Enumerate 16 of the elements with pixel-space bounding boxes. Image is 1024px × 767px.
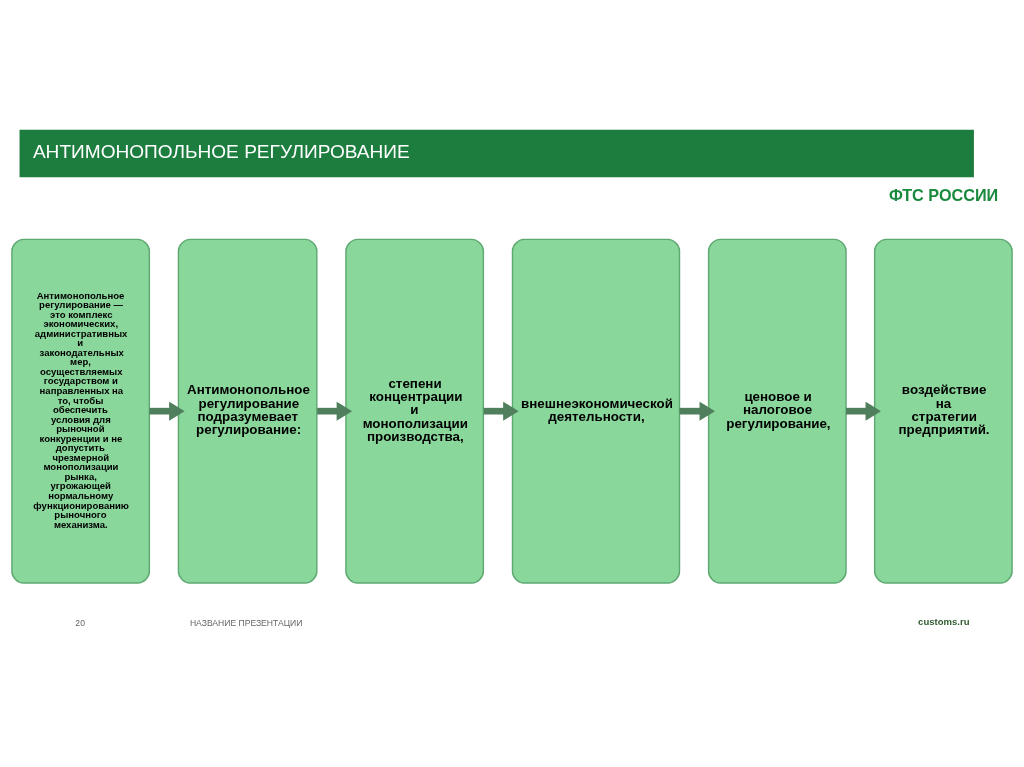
node-box: воздействие на стратегии предприятий. bbox=[873, 238, 1013, 584]
label: 20 bbox=[75, 618, 85, 629]
node-box: внешнеэкономической деятельности, bbox=[511, 238, 681, 584]
label: customs.ru bbox=[918, 616, 970, 628]
arrow bbox=[846, 401, 881, 421]
node-box: степени концентрации и монополизации производства, bbox=[345, 238, 485, 584]
node-box: Антимонопольное регулирование подразумевает регулирование: bbox=[177, 238, 318, 584]
label: НАЗВАНИЕ ПРЕЗЕНТАЦИИ bbox=[189, 618, 303, 629]
node-box: ценовое и налоговое регулирование, bbox=[707, 238, 847, 584]
arrow bbox=[149, 401, 185, 421]
label: ФТС РОССИИ bbox=[888, 186, 999, 205]
arrow bbox=[317, 401, 353, 421]
diagram-title: АНТИМОНОПОЛЬНОЕ РЕГУЛИРОВАНИЕ bbox=[32, 141, 410, 163]
node-box: Антимонопольное регулирование — это комплекс экономических, административных и законодательных мер, осуществляемых государством и направленных на то, чтобы обеспечить условия для рыночной конкуренции и не допустить чрезмерной монополизации рынка, угрожающей нормальному функционированию рыночного механизма. bbox=[11, 238, 151, 584]
arrow bbox=[483, 401, 519, 421]
arrow bbox=[679, 401, 715, 421]
